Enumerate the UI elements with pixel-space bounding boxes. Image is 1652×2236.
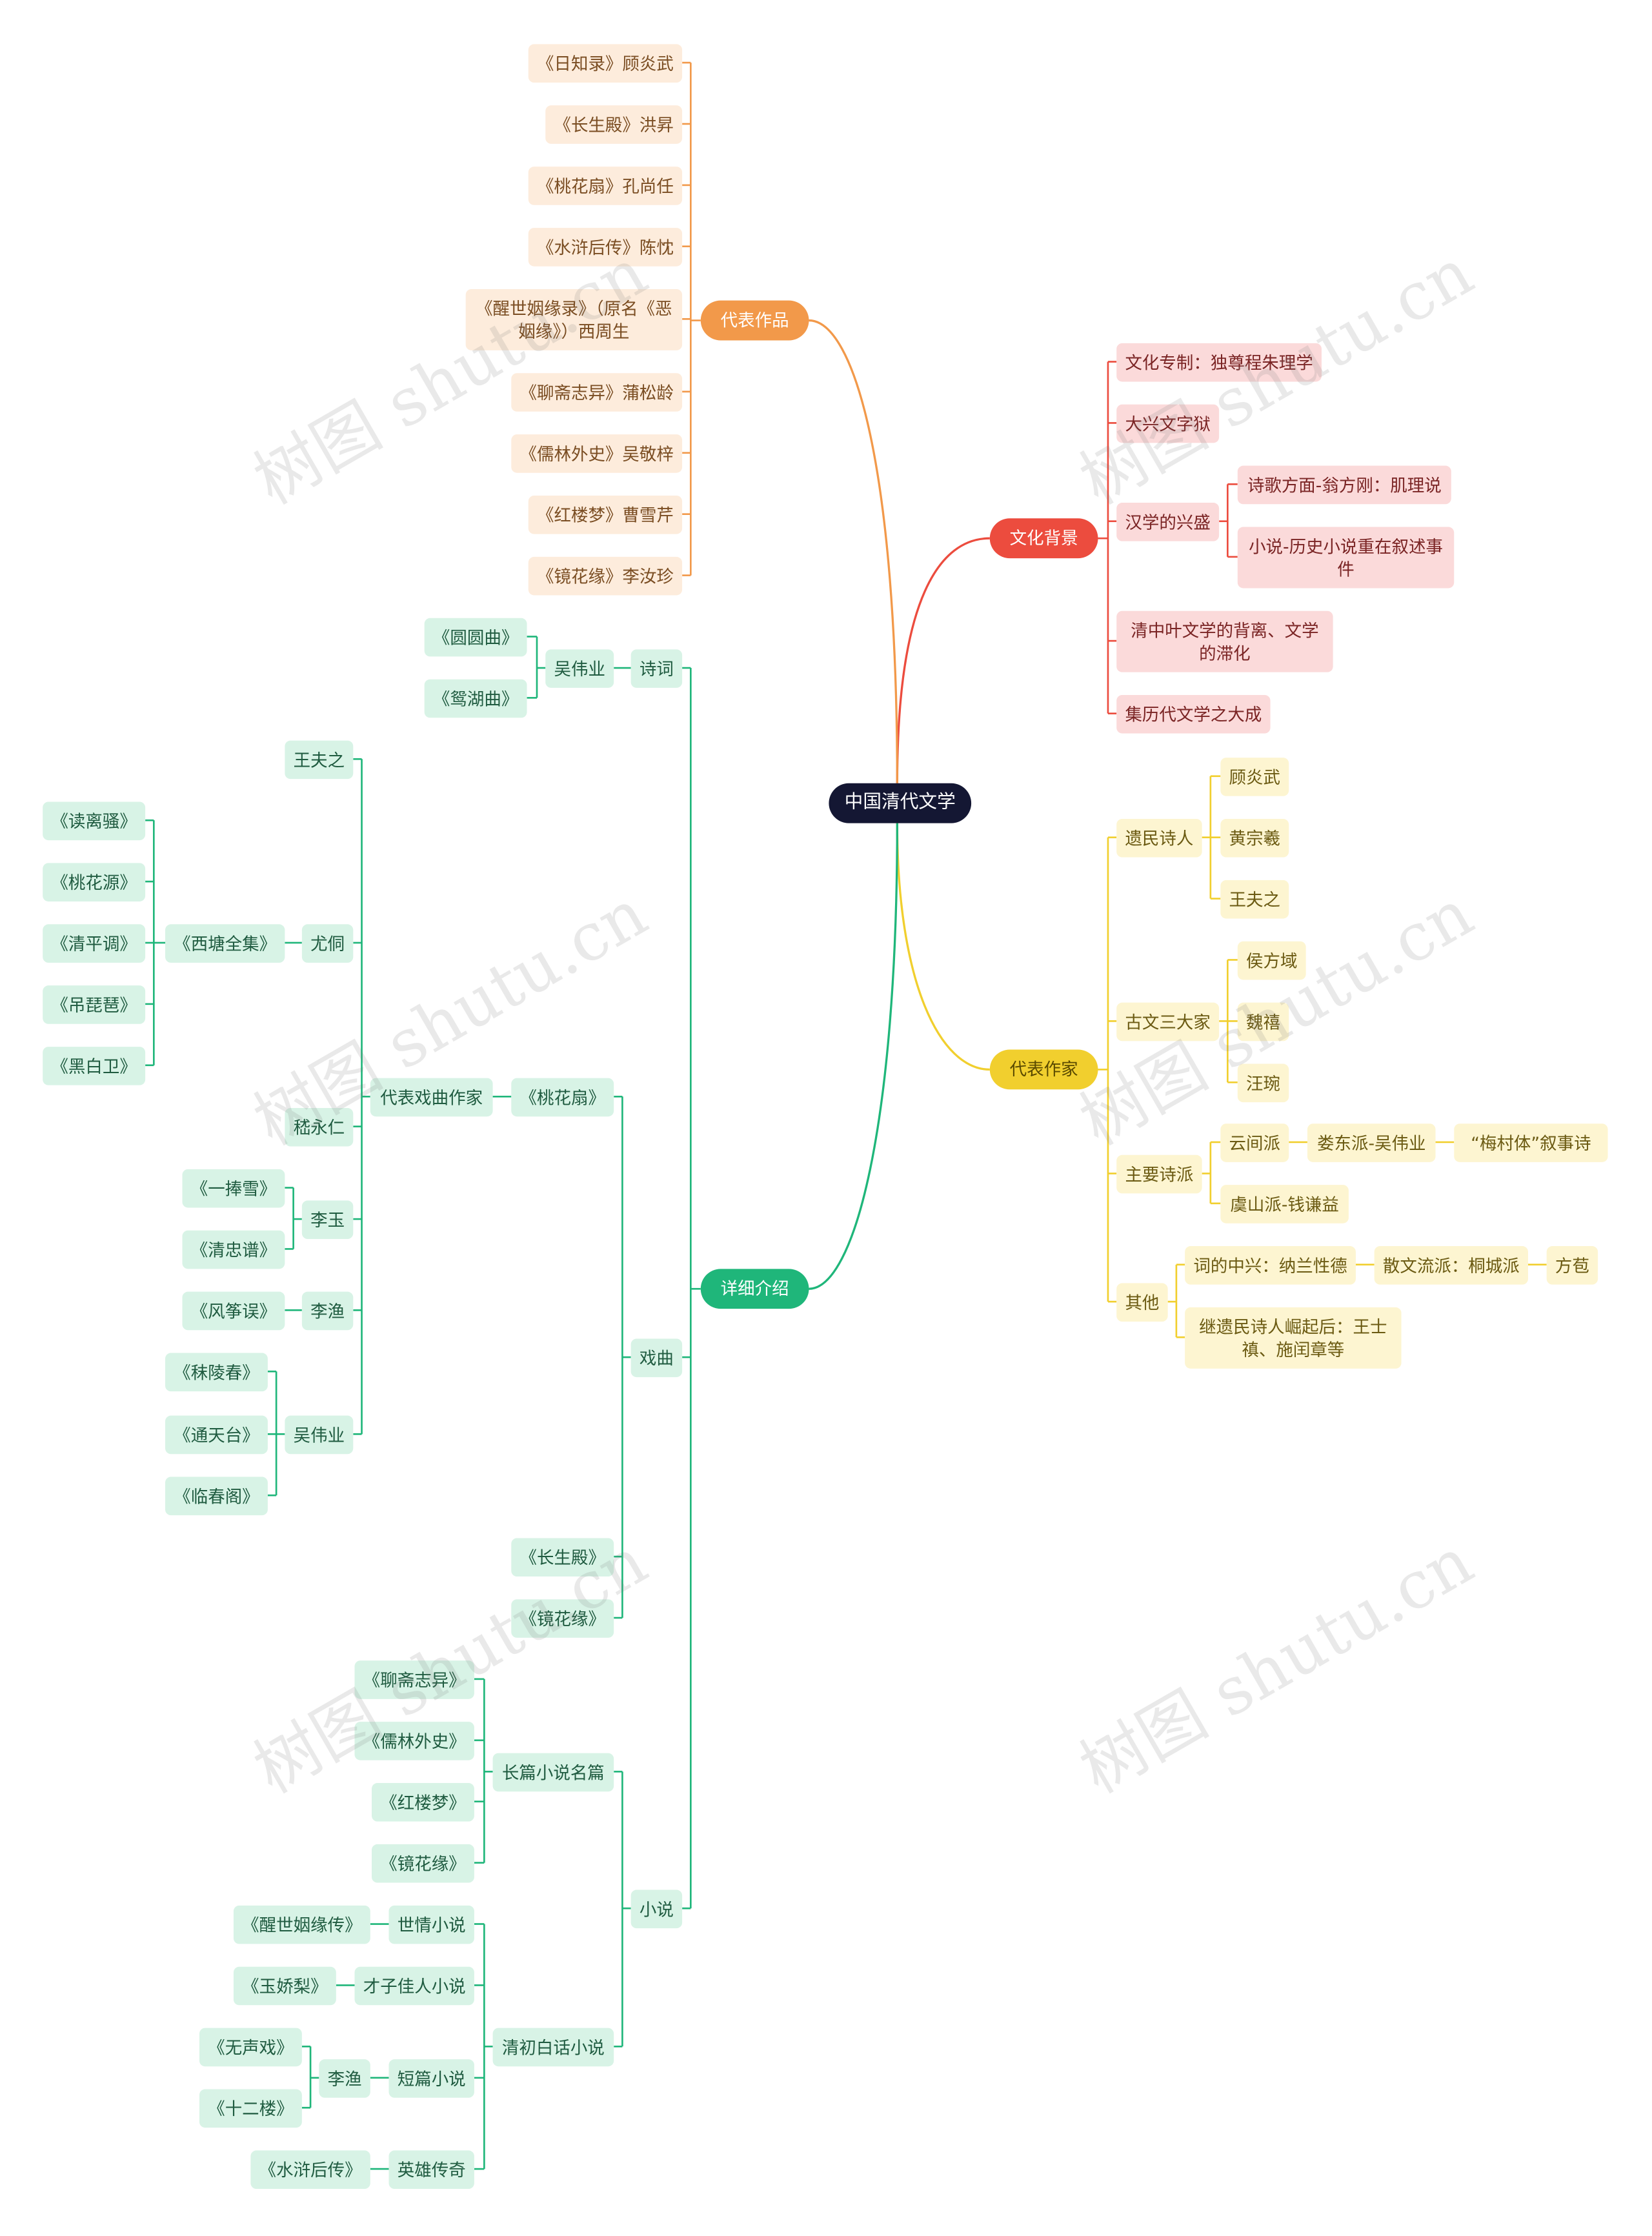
work-item[interactable]: 《长生殿》洪昇 (545, 105, 683, 144)
author-item[interactable]: 王夫之 (1220, 880, 1289, 919)
drama-work[interactable]: 《黑白卫》 (43, 1047, 146, 1085)
author-item[interactable]: 魏禧 (1237, 1002, 1289, 1042)
hanxue-item[interactable]: 小说-历史小说重在叙述事件 (1237, 527, 1455, 589)
connector (896, 823, 990, 1071)
detail-group-poetry[interactable]: 诗词 (630, 649, 683, 688)
drama-work[interactable]: 《读离骚》 (43, 801, 146, 841)
novel-group[interactable]: 长篇小说名篇 (492, 1753, 614, 1792)
school-item[interactable]: “梅村体”叙事诗 (1454, 1123, 1608, 1162)
novel-genre[interactable]: 才子佳人小说 (354, 1966, 474, 2006)
drama-writer[interactable]: 嵇永仁 (285, 1107, 354, 1147)
drama-work[interactable]: 《秣陵春》 (165, 1353, 268, 1392)
drama-item[interactable]: 《桃花扇》 (511, 1078, 614, 1117)
novel-genre[interactable]: 世情小说 (388, 1905, 474, 1944)
drama-collection[interactable]: 《西塘全集》 (165, 924, 285, 963)
drama-work[interactable]: 《桃花源》 (43, 863, 146, 901)
poem-item[interactable]: 《圆圆曲》 (424, 618, 527, 657)
drama-work[interactable]: 《风筝误》 (182, 1291, 285, 1331)
other-item[interactable]: 词的中兴：纳兰性德 (1185, 1246, 1356, 1285)
other-item[interactable]: 继遗民诗人崛起后：王士禛、施闰章等 (1185, 1307, 1402, 1369)
drama-writer[interactable]: 李渔 (301, 1291, 354, 1331)
connector (809, 823, 898, 1290)
drama-work[interactable]: 《吊琵琶》 (43, 985, 146, 1024)
culture-item[interactable]: 文化专制：独尊程朱理学 (1116, 343, 1322, 382)
novel-group[interactable]: 清初白话小说 (492, 2028, 614, 2067)
school-item[interactable]: 云间派 (1220, 1123, 1289, 1162)
author-group[interactable]: 古文三大家 (1116, 1002, 1220, 1042)
novel-genre[interactable]: 短篇小说 (388, 2059, 474, 2098)
drama-writer[interactable]: 吴伟业 (285, 1415, 354, 1455)
culture-item[interactable]: 汉学的兴盛 (1116, 503, 1220, 541)
novel-item[interactable]: 《聊斋志异》 (354, 1660, 474, 1699)
novel-item[interactable]: 《十二楼》 (199, 2089, 302, 2128)
school-item[interactable]: 虞山派-钱谦益 (1220, 1185, 1349, 1224)
drama-work[interactable]: 《清平调》 (43, 924, 146, 963)
drama-work[interactable]: 《临春阁》 (165, 1476, 268, 1516)
other-item[interactable]: 散文流派：桐城派 (1374, 1246, 1528, 1285)
novel-item[interactable]: 《醒世姻缘传》 (233, 1905, 370, 1944)
school-item[interactable]: 娄东派-吴伟业 (1307, 1123, 1436, 1162)
author-item[interactable]: 侯方域 (1237, 941, 1306, 980)
drama-item[interactable]: 《镜花缘》 (511, 1599, 614, 1638)
author-group[interactable]: 主要诗派 (1116, 1154, 1202, 1194)
branch-detail[interactable]: 详细介绍 (700, 1269, 809, 1309)
branch-culture[interactable]: 文化背景 (989, 518, 1098, 559)
poet[interactable]: 吴伟业 (545, 649, 614, 688)
detail-group-drama[interactable]: 戏曲 (630, 1338, 683, 1378)
drama-item[interactable]: 《长生殿》 (511, 1538, 614, 1577)
novel-author[interactable]: 李渔 (319, 2059, 370, 2098)
drama-work[interactable]: 《一捧雪》 (182, 1169, 285, 1208)
work-item[interactable]: 《水浒后传》陈忱 (528, 228, 683, 267)
novel-item[interactable]: 《玉娇梨》 (233, 1966, 336, 2006)
culture-item[interactable]: 集历代文学之大成 (1116, 694, 1271, 734)
author-item[interactable]: 黄宗羲 (1220, 818, 1289, 858)
work-item[interactable]: 《醒世姻缘录》（原名《恶姻缘》）西周生 (465, 289, 683, 350)
branch-authors[interactable]: 代表作家 (989, 1049, 1098, 1090)
connector (896, 537, 990, 783)
work-item[interactable]: 《红楼梦》曹雪芹 (528, 496, 683, 534)
novel-genre[interactable]: 英雄传奇 (388, 2150, 474, 2189)
author-item[interactable]: 顾炎武 (1220, 758, 1289, 796)
root-node[interactable]: 中国清代文学 (829, 783, 972, 823)
drama-work[interactable]: 《通天台》 (165, 1415, 268, 1455)
work-item[interactable]: 《桃花扇》孔尚任 (528, 166, 683, 205)
author-group[interactable]: 遗民诗人 (1116, 818, 1202, 858)
author-group[interactable]: 其他 (1116, 1283, 1168, 1322)
branch-works[interactable]: 代表作品 (700, 300, 809, 341)
novel-item[interactable]: 《红楼梦》 (372, 1783, 474, 1822)
poem-item[interactable]: 《鸳湖曲》 (424, 679, 527, 718)
work-item[interactable]: 《日知录》顾炎武 (528, 44, 683, 83)
drama-writer[interactable]: 李玉 (301, 1200, 354, 1239)
culture-item[interactable]: 清中叶文学的背离、文学的滞化 (1116, 610, 1333, 672)
drama-writer[interactable]: 王夫之 (285, 740, 354, 780)
novel-item[interactable]: 《无声戏》 (199, 2028, 302, 2067)
culture-item[interactable]: 大兴文字狱 (1116, 404, 1220, 443)
novel-item[interactable]: 《镜花缘》 (372, 1844, 474, 1883)
novel-item[interactable]: 《水浒后传》 (250, 2150, 370, 2189)
detail-group-novel[interactable]: 小说 (630, 1889, 683, 1929)
other-item[interactable]: 方苞 (1546, 1246, 1598, 1285)
work-item[interactable]: 《聊斋志异》蒲松龄 (511, 373, 683, 412)
hanxue-item[interactable]: 诗歌方面-翁方刚：肌理说 (1237, 465, 1451, 505)
drama-writers[interactable]: 代表戏曲作家 (370, 1078, 493, 1117)
drama-writer[interactable]: 尤侗 (301, 924, 354, 963)
connector (809, 319, 898, 783)
author-item[interactable]: 汪琬 (1237, 1063, 1289, 1103)
work-item[interactable]: 《镜花缘》李汝珍 (528, 556, 683, 596)
novel-item[interactable]: 《儒林外史》 (354, 1722, 474, 1760)
drama-work[interactable]: 《清忠谱》 (182, 1230, 285, 1269)
work-item[interactable]: 《儒林外史》吴敬梓 (511, 434, 683, 473)
